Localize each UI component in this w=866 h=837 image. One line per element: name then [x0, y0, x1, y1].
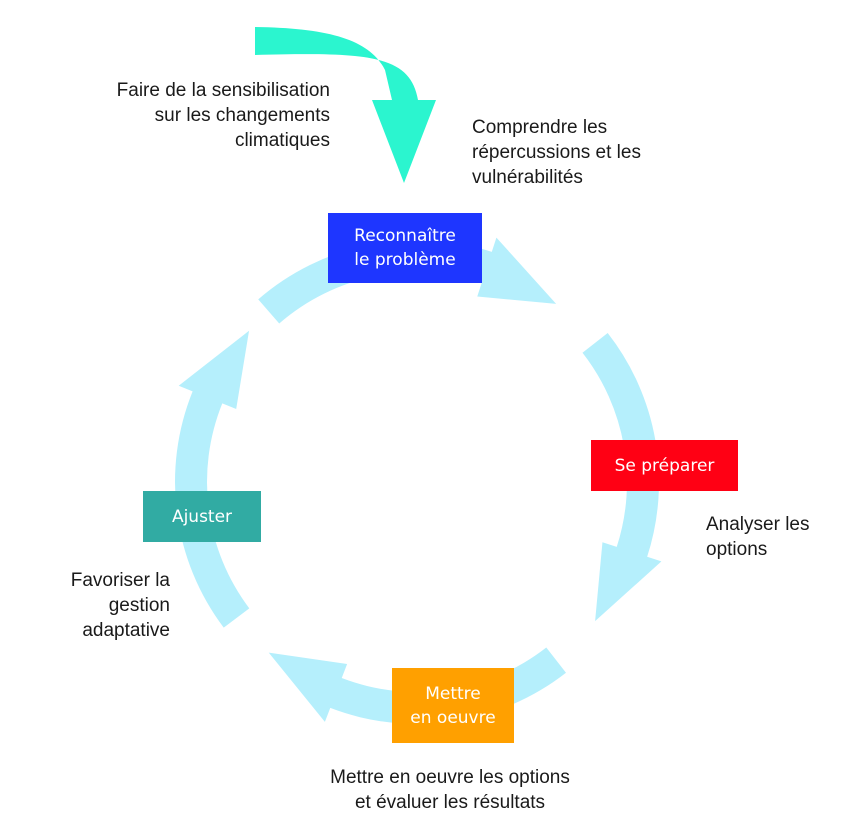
- step-recognize-problem[interactable]: Reconnaître le problème: [328, 213, 482, 283]
- entry-note: Faire de la sensibilisation sur les chan…: [116, 80, 330, 151]
- cycle-arrow-adjust-to-recognize: [175, 330, 250, 628]
- step-note-implement: Mettre en oeuvre les options et évaluer …: [330, 767, 570, 813]
- step-note-recognize: Comprendre les répercussions et les vuln…: [472, 117, 641, 188]
- step-adjust[interactable]: Ajuster: [143, 491, 261, 542]
- cycle-arrow-prepare-to-implement: [582, 333, 662, 622]
- step-note-adjust: Favoriser la gestion adaptative: [70, 570, 170, 641]
- entry-arrow: [255, 27, 436, 183]
- cycle-arrows: [175, 237, 662, 724]
- step-prepare[interactable]: Se préparer: [591, 440, 738, 491]
- step-implement[interactable]: Mettre en oeuvre: [392, 668, 514, 743]
- step-note-prepare: Analyser les options: [706, 514, 810, 560]
